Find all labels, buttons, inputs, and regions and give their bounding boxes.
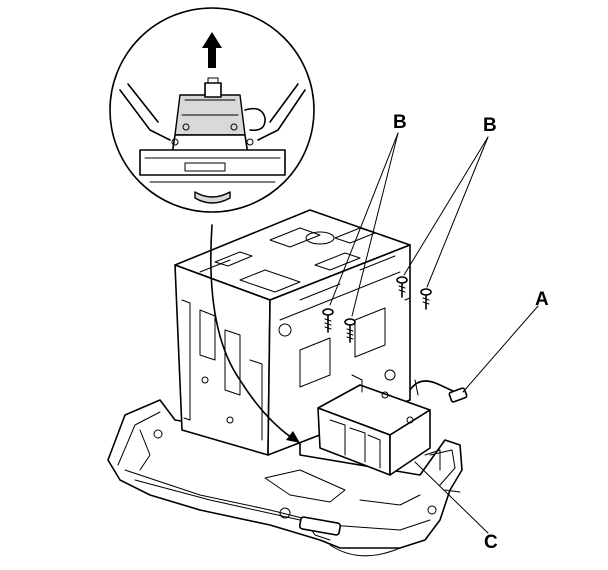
detail-inset	[109, 7, 315, 213]
leader-lines	[210, 132, 539, 534]
screw-b-3	[396, 276, 408, 298]
callout-label-a: A	[535, 289, 549, 310]
module-c	[317, 374, 441, 476]
callout-label-c: C	[484, 532, 498, 553]
screw-b-2	[344, 318, 356, 343]
screw-b-4	[420, 288, 432, 310]
up-arrow-icon	[202, 32, 222, 68]
connector-a	[409, 379, 468, 403]
callout-label-b-left: B	[393, 112, 407, 133]
callout-label-b-right: B	[483, 115, 497, 136]
screw-b-1	[322, 308, 334, 333]
